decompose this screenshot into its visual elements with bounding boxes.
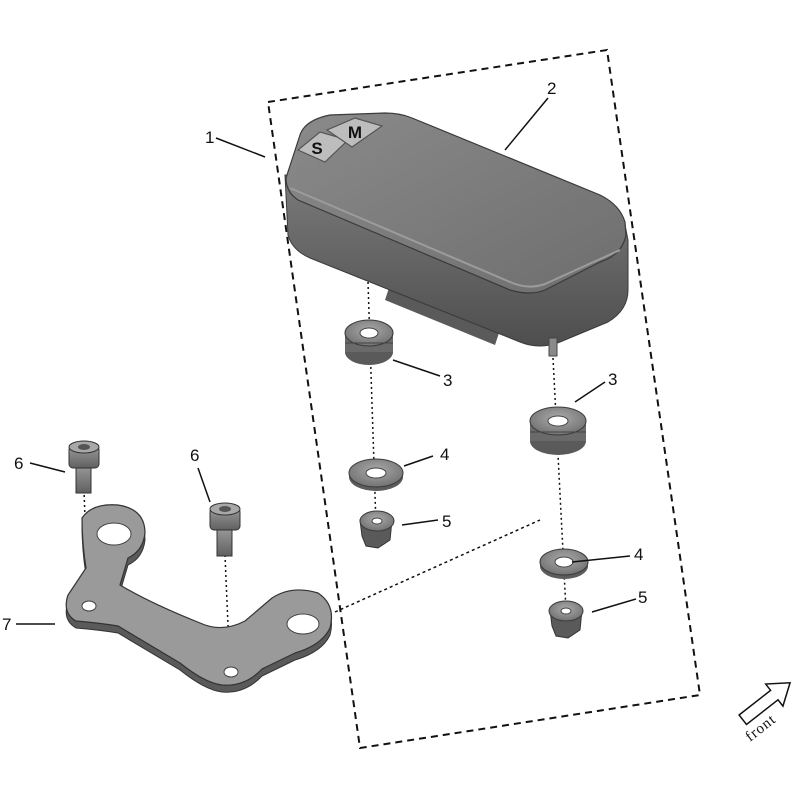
bolt-right [209,502,241,557]
logo-mark: ~ [427,229,435,240]
callout-nut-left: 5 [442,512,451,531]
callout-washer-right: 4 [634,545,643,564]
mounting-bracket [65,504,333,693]
callout-bolt-left: 6 [14,454,23,473]
mounting-stud [548,337,558,357]
button-s-label: S [311,139,322,158]
grommet-right [529,406,587,455]
callout-grommet-left: 3 [443,371,452,390]
bracket-to-assembly-line [334,519,541,613]
callout-nut-right: 5 [638,588,647,607]
leader-lines [16,97,637,625]
callout-bolt-right: 6 [190,446,199,465]
callout-display: 1 [205,128,214,147]
callout-washer-left: 4 [440,445,449,464]
assembly-boundary [266,48,702,750]
callout-housing: 2 [547,79,556,98]
bolt-left [68,440,100,494]
washer-left [348,458,404,491]
grommet-left [344,319,394,365]
washer-right [539,548,589,579]
callout-bracket: 7 [2,615,11,634]
button-m[interactable]: M [325,117,384,148]
nut-left [359,510,395,549]
nut-right [548,600,584,639]
front-arrow-icon [738,681,792,726]
callout-grommet-right: 3 [608,370,617,389]
button-m-label: M [348,123,362,142]
display-unit: ~ [284,112,629,357]
